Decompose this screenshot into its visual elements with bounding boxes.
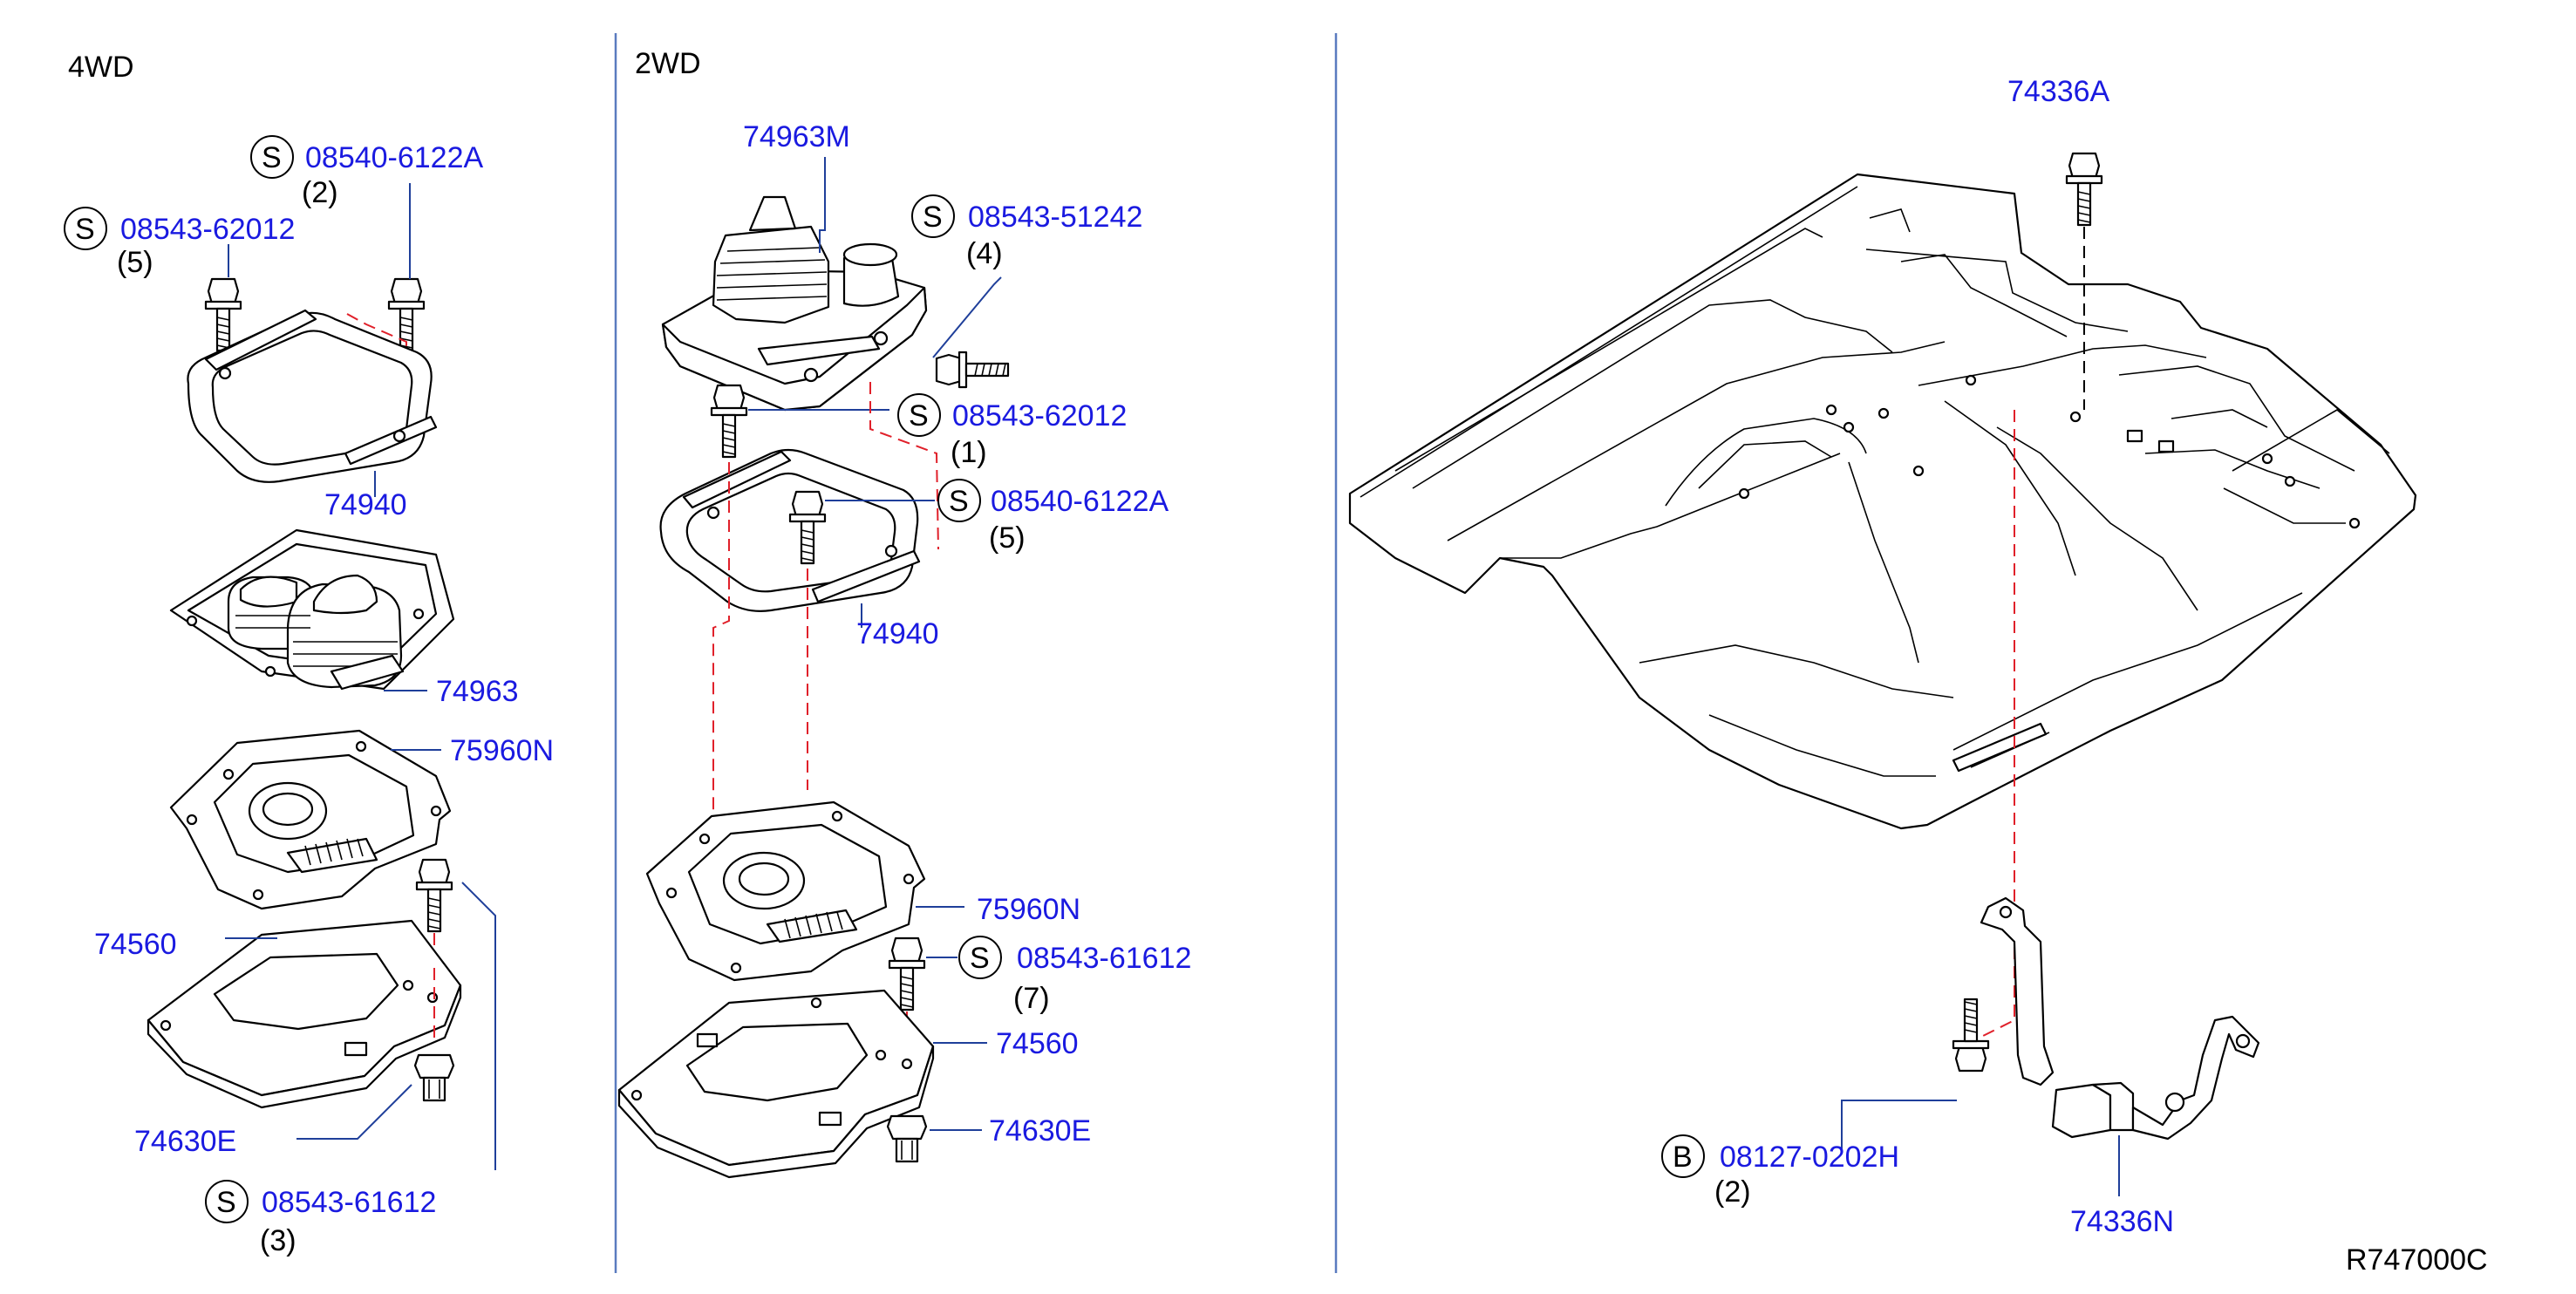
label-74336A[interactable]: 74336A: [2007, 75, 2110, 108]
bolt-08543-51242-2wd[interactable]: [935, 351, 1010, 389]
qty-08543-62012-4wd: (5): [117, 246, 153, 279]
cover-74560-4wd[interactable]: [147, 919, 462, 1109]
clip-74630E-4wd[interactable]: [413, 1053, 455, 1102]
housing-74963M-2wd[interactable]: [661, 195, 928, 412]
section-2wd: [617, 157, 1010, 1179]
qty-08540-6122A-2wd: (5): [989, 521, 1026, 555]
label-74630E-2wd[interactable]: 74630E: [989, 1114, 1091, 1148]
header-4wd: 4WD: [68, 51, 134, 84]
qty-08540-6122A-4wd: (2): [302, 176, 338, 209]
label-08543-62012-4wd[interactable]: 08543-62012: [120, 213, 295, 246]
qty-08127-0202H: (2): [1714, 1175, 1751, 1209]
label-08543-61612-4wd[interactable]: 08543-61612: [262, 1186, 436, 1219]
qty-08543-51242-2wd: (4): [966, 237, 1003, 270]
bolt-08543-61612-2wd[interactable]: [888, 936, 926, 1011]
qty-08543-61612-2wd: (7): [1013, 982, 1050, 1015]
floor-panel[interactable]: [1348, 173, 2417, 830]
qty-08543-62012-2wd: (1): [951, 436, 987, 469]
symbol-s: S: [75, 213, 95, 246]
label-74963M-2wd[interactable]: 74963M: [743, 120, 850, 153]
label-74940-2wd[interactable]: 74940: [856, 617, 939, 650]
label-74630E-4wd[interactable]: 74630E: [134, 1125, 236, 1158]
section-floor: [1348, 152, 2417, 1196]
label-08540-6122A-4wd[interactable]: 08540-6122A: [305, 141, 484, 174]
header-2wd: 2WD: [635, 47, 701, 80]
label-08543-51242-2wd[interactable]: 08543-51242: [968, 201, 1142, 234]
symbol-s: S: [216, 1186, 236, 1219]
label-75960N-2wd[interactable]: 75960N: [977, 893, 1080, 926]
label-74560-2wd[interactable]: 74560: [996, 1027, 1079, 1060]
bolt-08543-61612-4wd[interactable]: [415, 858, 453, 933]
label-08540-6122A-2wd[interactable]: 08540-6122A: [991, 485, 1169, 518]
symbol-s: S: [262, 141, 282, 174]
symbol-s: S: [923, 201, 943, 234]
label-75960N-4wd[interactable]: 75960N: [450, 734, 554, 767]
cover-74560-2wd[interactable]: [617, 989, 935, 1179]
clip-74630E-2wd[interactable]: [886, 1114, 928, 1163]
label-08543-61612-2wd[interactable]: 08543-61612: [1017, 942, 1191, 975]
bracket-74940-4wd[interactable]: [187, 309, 438, 483]
label-74963-4wd[interactable]: 74963: [436, 675, 519, 708]
panel-75960N-2wd[interactable]: [645, 800, 926, 982]
bolt-08543-62012-4wd[interactable]: [204, 277, 242, 352]
bolt-08540-6122A-4wd[interactable]: [387, 277, 426, 352]
label-74336N[interactable]: 74336N: [2070, 1205, 2174, 1238]
panel-75960N-4wd[interactable]: [169, 729, 452, 910]
bolt-74336A[interactable]: [2065, 152, 2103, 227]
boot-74963-4wd[interactable]: [169, 528, 455, 691]
bracket-74940-2wd[interactable]: [659, 448, 921, 612]
label-74560-4wd[interactable]: 74560: [94, 928, 177, 961]
qty-08543-61612-4wd: (3): [260, 1224, 296, 1257]
diagram-code: R747000C: [2346, 1243, 2488, 1277]
symbol-s: S: [970, 942, 990, 975]
section-4wd: [147, 183, 496, 1170]
symbol-b: B: [1673, 1141, 1693, 1174]
label-08127-0202H[interactable]: 08127-0202H: [1720, 1141, 1899, 1174]
symbol-s: S: [949, 485, 969, 518]
bolt-08543-62012-2wd[interactable]: [710, 384, 748, 459]
label-08543-62012-2wd[interactable]: 08543-62012: [952, 399, 1127, 432]
symbol-s: S: [909, 399, 929, 432]
label-74940-4wd[interactable]: 74940: [324, 488, 407, 521]
bracket-74336N[interactable]: [1980, 896, 2260, 1141]
